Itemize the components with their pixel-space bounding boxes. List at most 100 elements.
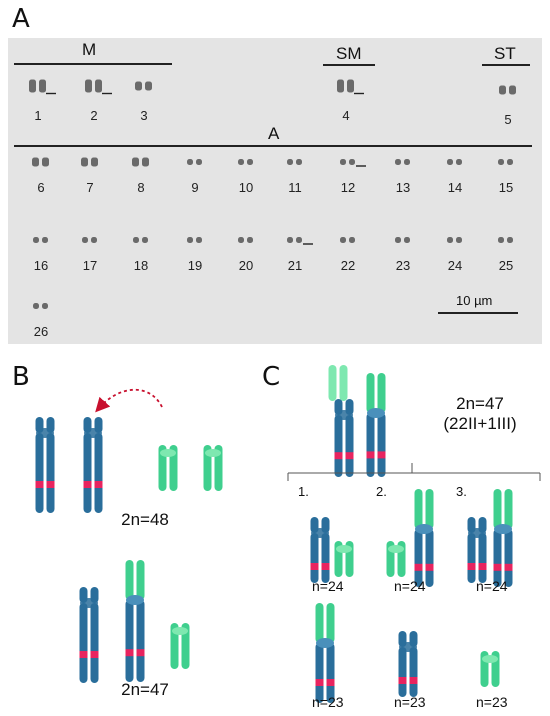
chromosome-number-14: 14 — [447, 180, 463, 195]
formula-2n47-c: 2n=47 — [456, 394, 504, 413]
chromosome-number-7: 7 — [86, 180, 94, 195]
chromosome-number-9: 9 — [191, 180, 199, 195]
chromosome-c-top-green — [328, 365, 348, 401]
karyotype-chromosome-12 — [340, 159, 366, 167]
gamete-label-2a: n=24 — [394, 578, 426, 594]
karyotype-chromosome-9 — [187, 159, 202, 165]
chromosome-c-g1b-fusion — [315, 603, 335, 703]
chromosome-b-green-2 — [203, 445, 223, 491]
group-rule-st — [482, 64, 530, 66]
panel-c-label: C — [262, 362, 281, 392]
chromosome-c-g2b-blue — [398, 631, 418, 697]
karyotype-chromosome-6 — [32, 157, 49, 167]
chromosome-number-15: 15 — [498, 180, 514, 195]
chromosome-b-blue-2 — [83, 417, 103, 513]
translocation-arrow — [95, 388, 163, 413]
option-1-label: 1. — [298, 484, 309, 499]
chromosome-b-blue-3 — [79, 587, 99, 683]
panel-b-diagram — [35, 388, 223, 683]
chromosome-b-fusion — [125, 560, 145, 682]
karyotype-chromosome-19 — [187, 237, 202, 243]
karyotype-chromosome-15 — [498, 159, 513, 165]
gamete-label-3a: n=24 — [476, 578, 508, 594]
chromosome-number-20: 20 — [238, 258, 254, 273]
chromosome-number-8: 8 — [137, 180, 145, 195]
chromosome-c-g2a-green — [386, 541, 406, 577]
chromosome-number-21: 21 — [287, 258, 303, 273]
chromosome-number-19: 19 — [187, 258, 203, 273]
karyotype-chromosome-21 — [287, 237, 313, 245]
chromosome-c-top-blue-1 — [334, 399, 354, 477]
scale-bar — [438, 312, 518, 314]
karyotype-chromosome-8 — [132, 157, 149, 167]
panel-b-label: B — [12, 362, 30, 392]
chromosome-c-g1a-blue — [310, 517, 330, 583]
group-label-m: M — [82, 40, 97, 59]
karyotype-chromosome-17 — [82, 237, 97, 243]
karyotype-chromosome-3 — [135, 81, 152, 91]
chromosome-number-11: 11 — [288, 180, 302, 195]
chromosome-b-blue-1 — [35, 417, 55, 513]
karyotype-chromosome-23 — [395, 237, 410, 243]
chromosome-number-16: 16 — [33, 258, 49, 273]
gamete-label-1a: n=24 — [312, 578, 344, 594]
group-label-st: ST — [494, 44, 516, 63]
chromosome-number-10: 10 — [238, 180, 254, 195]
group-rule-a — [14, 145, 532, 147]
karyotype-chromosome-11 — [287, 159, 302, 165]
chromosome-c-g1a-green — [334, 541, 354, 577]
chromosome-number-6: 6 — [37, 180, 45, 195]
formula-pairing: (22II+1III) — [443, 414, 517, 433]
karyotype-chromosome-18 — [133, 237, 148, 243]
chromosome-c-g3a-blue — [467, 517, 487, 583]
chromosome-number-13: 13 — [395, 180, 411, 195]
karyotype-chromosome-24 — [447, 237, 462, 243]
chromosome-number-24: 24 — [447, 258, 463, 273]
chromosome-number-22: 22 — [340, 258, 356, 273]
group-rule-sm — [323, 64, 375, 66]
group-rule-m — [14, 63, 172, 65]
chromosome-number-12: 12 — [340, 180, 356, 195]
chromosome-c-g3a-fusion — [493, 489, 513, 587]
chromosome-c-top-fusion — [366, 373, 386, 477]
chromosome-number-26: 26 — [33, 324, 49, 339]
chromosome-c-g3b-green — [480, 651, 500, 687]
option-3-label: 3. — [456, 484, 467, 499]
chromosome-number-25: 25 — [498, 258, 514, 273]
karyotype-chromosome-20 — [238, 237, 253, 243]
formula-2n48: 2n=48 — [121, 510, 169, 529]
gamete-label-1b: n=23 — [312, 694, 344, 710]
karyotype-chromosomes — [29, 79, 516, 309]
chromosome-c-g2a-fusion — [414, 489, 434, 587]
karyotype-chromosome-14 — [447, 159, 462, 165]
chromosome-number-17: 17 — [82, 258, 98, 273]
scale-bar-label: 10 µm — [456, 293, 493, 308]
chromosome-number-1: 1 — [34, 108, 42, 123]
karyotype-chromosome-4 — [337, 79, 364, 95]
karyotype-chromosome-10 — [238, 159, 253, 165]
karyotype-chromosome-13 — [395, 159, 410, 165]
option-2-label: 2. — [376, 484, 387, 499]
formula-2n47-b: 2n=47 — [121, 680, 169, 699]
gamete-label-2b: n=23 — [394, 694, 426, 710]
chromosome-number-18: 18 — [133, 258, 149, 273]
karyotype-chromosome-7 — [81, 157, 98, 167]
chromosome-number-5: 5 — [504, 112, 512, 127]
karyotype-chromosome-16 — [33, 237, 48, 243]
chromosome-number-23: 23 — [395, 258, 411, 273]
karyotype-chromosome-5 — [499, 85, 516, 95]
panel-c-diagram — [287, 365, 541, 703]
karyotype-chromosome-26 — [33, 303, 48, 309]
chromosome-b-green-1 — [158, 445, 178, 491]
group-label-a: A — [268, 124, 280, 143]
gamete-label-3b: n=23 — [476, 694, 508, 710]
karyotype-chromosome-22 — [340, 237, 355, 243]
chromosome-number-3: 3 — [140, 108, 148, 123]
panel-a-label: A — [12, 4, 30, 34]
karyotype-chromosome-2 — [85, 79, 112, 95]
chromosome-number-4: 4 — [342, 108, 350, 123]
karyotype-chromosome-1 — [29, 79, 56, 95]
group-label-sm: SM — [336, 44, 362, 63]
karyotype-chromosome-25 — [498, 237, 513, 243]
chromosome-b-green-3 — [170, 623, 190, 669]
